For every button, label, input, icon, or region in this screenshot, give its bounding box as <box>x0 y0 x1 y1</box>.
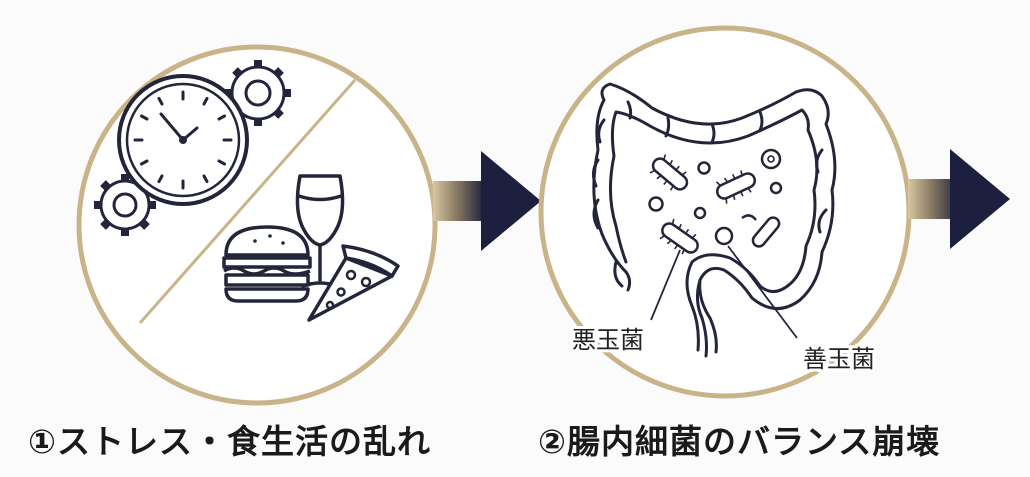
intestine-icon <box>591 82 837 358</box>
burger-icon <box>222 225 312 303</box>
step2-panel: 悪玉菌 善玉菌 <box>538 25 912 399</box>
bacteria-icon <box>648 148 783 255</box>
pizza-icon <box>307 244 400 322</box>
bad-bacteria-label: 悪玉菌 <box>572 326 644 354</box>
arrow-right-icon <box>433 151 541 251</box>
good-bacteria-leader <box>727 245 798 339</box>
step2-caption: ②腸内細菌のバランス崩壊 <box>538 422 941 461</box>
bad-bacteria-leader <box>650 249 681 321</box>
step1-caption: ①ストレス・食生活の乱れ <box>28 422 431 461</box>
divider-line <box>138 79 357 324</box>
arrow-right-icon <box>908 149 1010 249</box>
good-bacteria-label: 善玉菌 <box>803 345 875 373</box>
step1-panel <box>76 44 438 406</box>
clock-icon <box>117 74 249 206</box>
